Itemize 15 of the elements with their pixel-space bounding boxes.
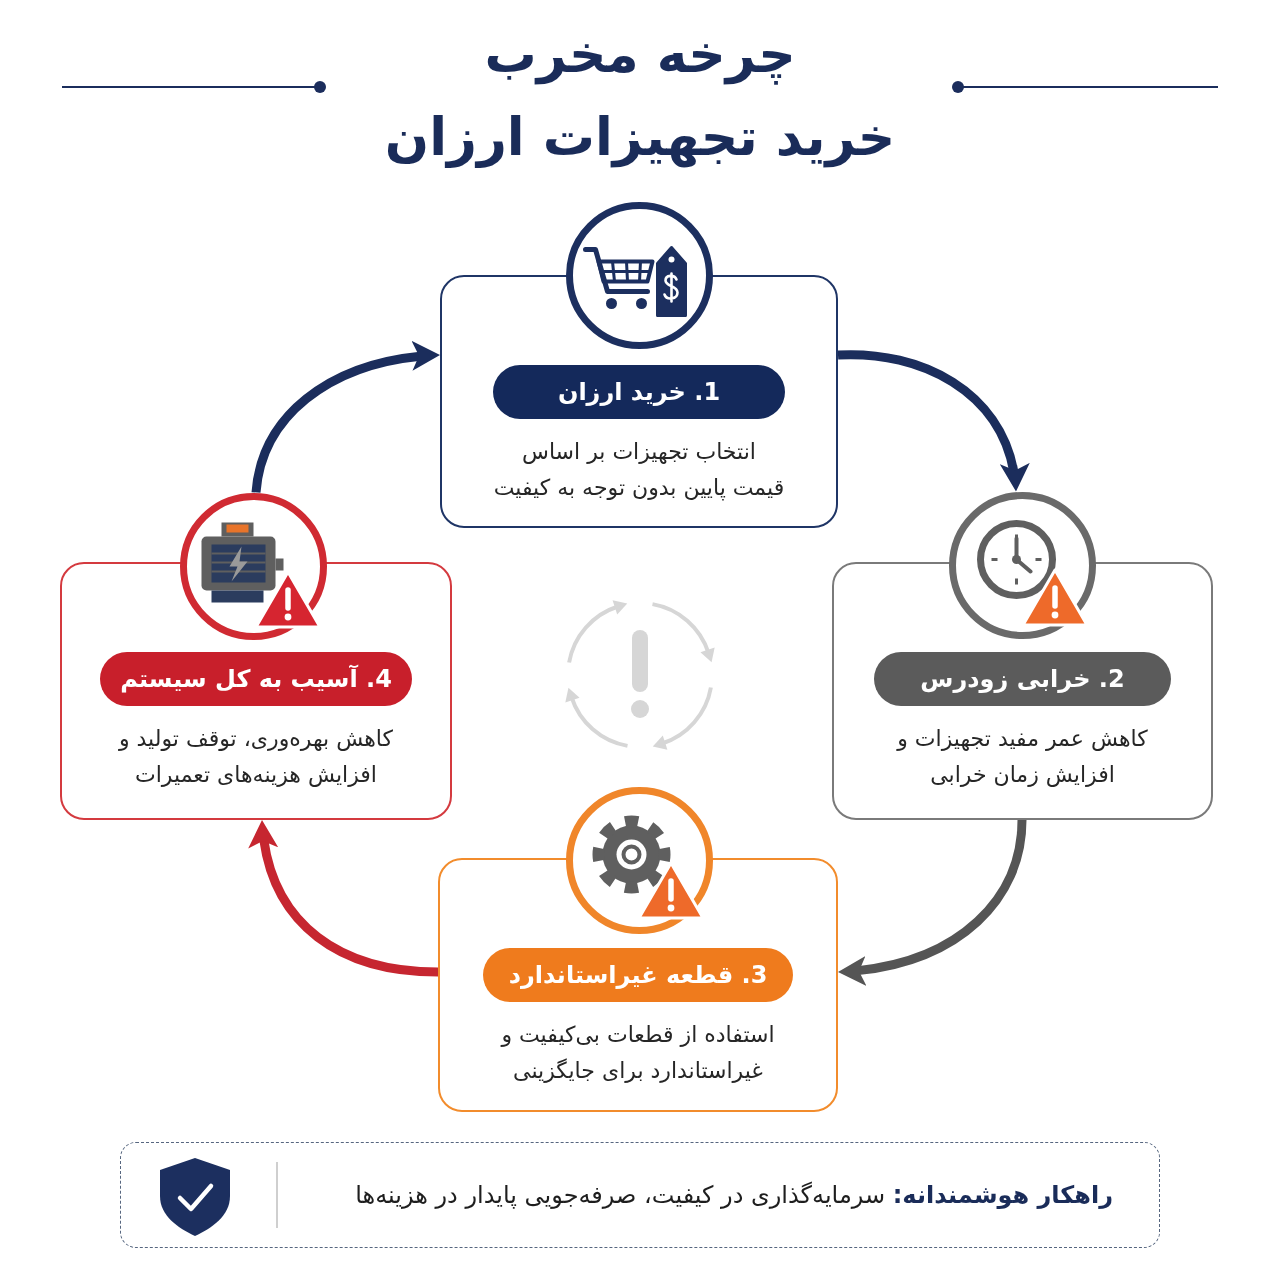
- cycle-arrow: [837, 819, 1027, 985]
- step-heading: 3. قطعه غیراستاندارد: [483, 948, 793, 1002]
- step-description: کاهش عمر مفید تجهیزات و افزایش زمان خرابی: [895, 725, 1149, 789]
- step-description: انتخاب تجهیزات بر اساس قیمت پایین بدون توجه به کیفیت: [492, 438, 786, 503]
- step-heading: 1. خرید ارزان: [493, 365, 785, 419]
- step-description: کاهش بهره‌وری، توقف تولید و افزایش هزینه‌های تعمیرات: [117, 725, 395, 789]
- cycle-arrow: [249, 819, 439, 977]
- step-description: استفاده از قطعات بی‌کیفیت و غیراستاندارد برای جایگزینی: [499, 1021, 776, 1085]
- tip-box: [120, 1142, 1160, 1248]
- tip-text: راهکار هوشمندانه: سرمایه‌گذاری در کیفیت، صرفه‌جویی پایدار در هزینه‌ها: [355, 1180, 1113, 1211]
- step-heading: 4. آسیب به کل سیستم: [100, 652, 412, 706]
- cycle-arrow: [251, 342, 441, 494]
- cycle-arrow: [838, 350, 1028, 493]
- step-heading: 2. خرابی زودرس: [874, 652, 1171, 706]
- title: چرخه مخرب خرید تجهیزات ارزان: [383, 23, 897, 170]
